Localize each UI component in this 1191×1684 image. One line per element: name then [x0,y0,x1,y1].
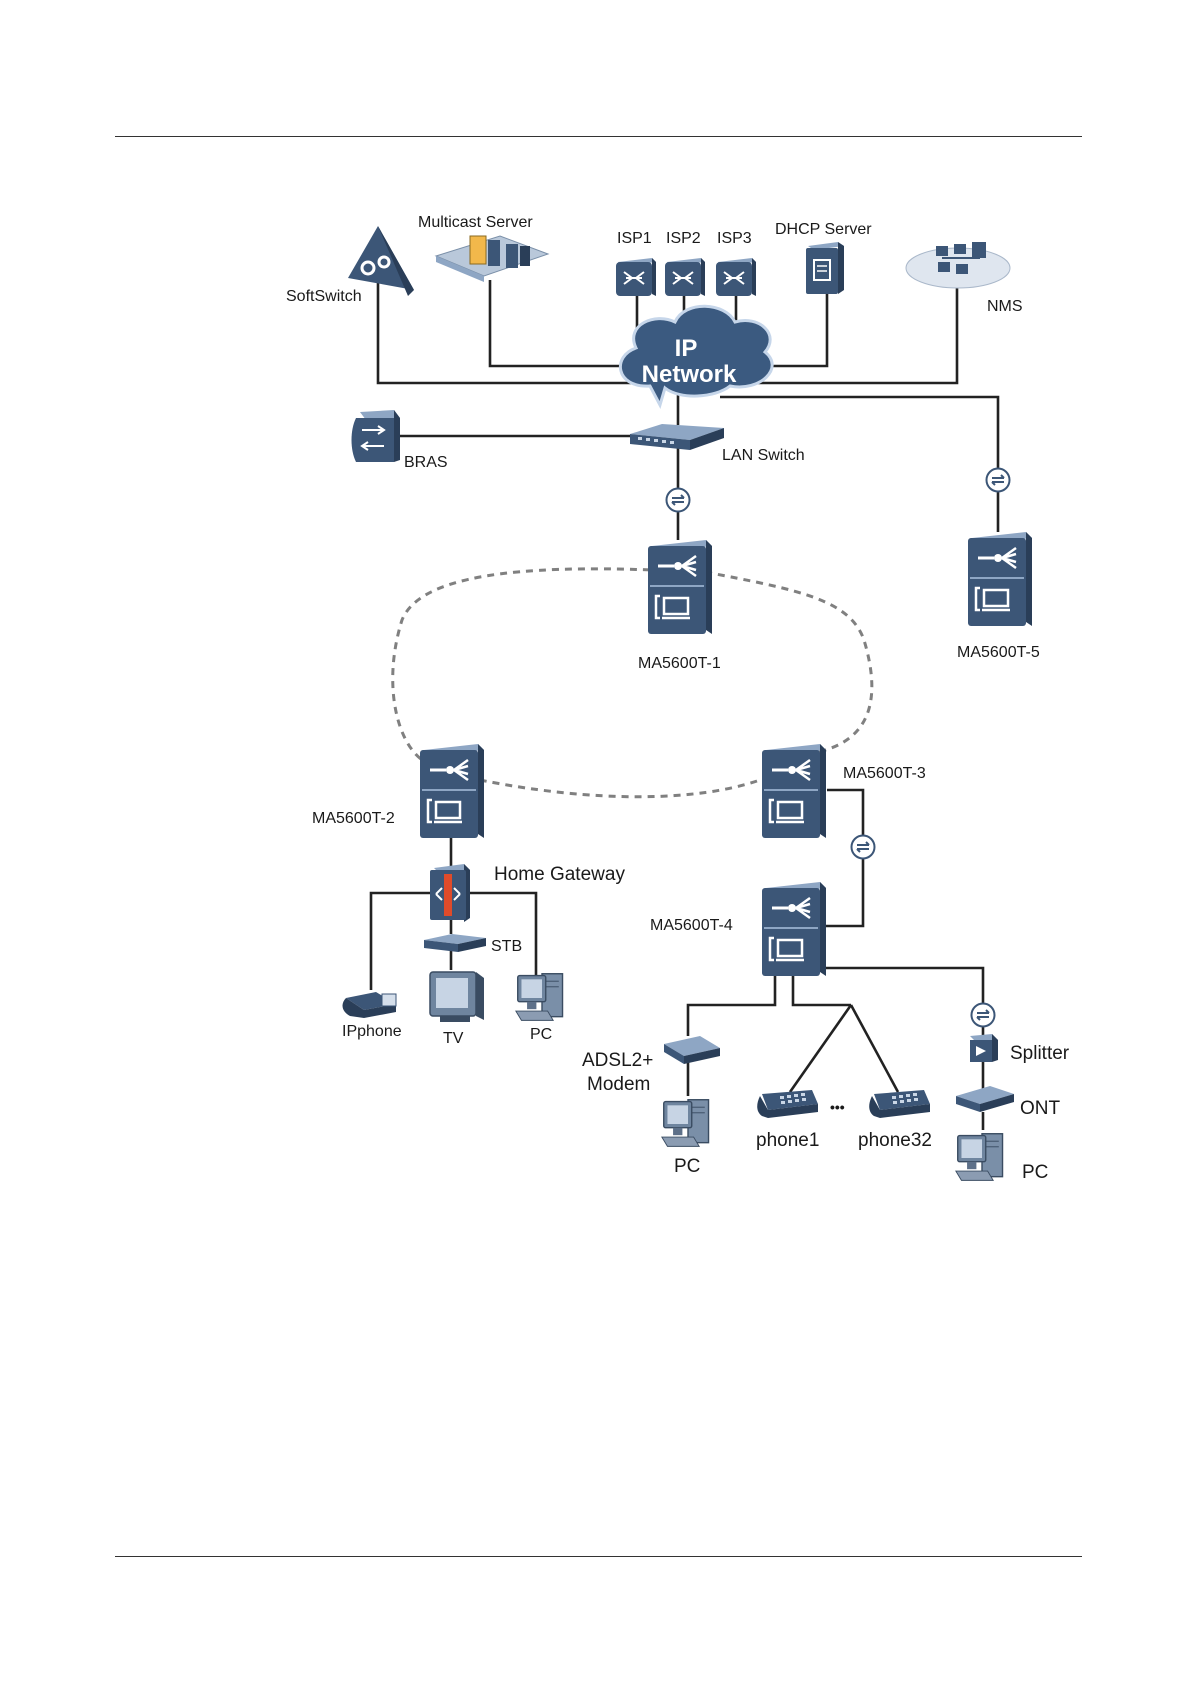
phone1-node: phone1 [756,1090,819,1151]
nms-icon [906,242,1010,288]
pc-icon [956,1134,1003,1181]
pc-home-label: PC [530,1026,552,1043]
modem-icon [664,1036,720,1064]
tv-label: TV [443,1030,464,1047]
router-icon [665,258,705,296]
stb-label: STB [491,938,522,955]
phone32-label: phone32 [858,1130,932,1151]
ma5600t-4-node: MA5600T-4 [650,882,826,976]
isp1-node: ISP1 [616,230,656,296]
isp2-node: ISP2 [665,230,705,296]
pc-ont-label: PC [1022,1162,1048,1183]
ma5600t-2-node: MA5600T-2 [312,744,484,838]
ipphone-node: IPphone [342,992,402,1040]
ma5600t-3-label: MA5600T-3 [843,765,926,782]
olt-icon [762,744,826,838]
link-ipnet-ma5 [720,397,998,532]
link-nms [745,285,957,383]
pc-icon [662,1100,709,1147]
pc-adsl-label: PC [674,1156,700,1177]
isp1-label: ISP1 [617,230,652,247]
stb-node: STB [424,934,522,955]
nms-label: NMS [987,298,1023,315]
ma5600t-5-label: MA5600T-5 [957,644,1040,661]
ip-network-cloud: IP Network [620,306,772,405]
link-ma4-phones [793,972,851,1005]
ma5600t-1-label: MA5600T-1 [638,655,721,672]
phone32-node: phone32 [858,1090,932,1151]
dhcp-server-label: DHCP Server [775,221,872,238]
isp2-label: ISP2 [666,230,701,247]
home-gateway-icon [430,864,470,922]
multicast-server-label: Multicast Server [418,214,533,231]
isp3-node: ISP3 [716,230,756,296]
olt-icon [420,744,484,838]
ma5600t-2-label: MA5600T-2 [312,810,395,827]
phone1-label: phone1 [756,1130,819,1151]
link-hgw-ipphone [371,893,432,990]
pc-home-node: PC [516,974,563,1043]
pc-ont-node: PC [956,1134,1049,1183]
bras-node: BRAS [352,410,448,471]
optical-transceiver-icon [972,1004,995,1027]
ma5600t-5-node: MA5600T-5 [957,532,1040,661]
bras-icon [352,410,401,462]
ma5600t-4-label: MA5600T-4 [650,917,733,934]
multicast-server-node: Multicast Server [418,214,548,282]
olt-icon [648,540,712,634]
multicast-server-icon [436,236,548,282]
ont-label: ONT [1020,1098,1061,1119]
isp3-label: ISP3 [717,230,752,247]
dhcp-server-node: DHCP Server [775,221,872,294]
ont-node: ONT [956,1086,1061,1119]
link-phone1 [790,1005,851,1092]
pc-icon [516,974,563,1021]
ipphone-icon [343,992,396,1018]
olt-icon [762,882,826,976]
router-icon [616,258,656,296]
phones-ellipsis: ••• [830,1099,845,1115]
softswitch-node: SoftSwitch [286,226,414,305]
link-phone32 [851,1005,898,1092]
ma5600t-1-node: MA5600T-1 [638,540,721,672]
bras-label: BRAS [404,454,448,471]
stb-icon [424,934,486,952]
optical-transceiver-icon [852,836,875,859]
splitter-label: Splitter [1010,1043,1070,1064]
lan-switch-node: LAN Switch [630,424,805,464]
link-ma4-splitter [820,968,983,1036]
ip-network-label-1: IP [675,335,698,362]
adsl-modem-node: ADSL2+ Modem [582,1036,720,1095]
link-ma4-adsl [688,972,775,1036]
softswitch-label: SoftSwitch [286,288,362,305]
softswitch-icon [348,226,414,296]
olt-icon [968,532,1032,626]
pc-adsl-node: PC [662,1100,709,1177]
router-icon [716,258,756,296]
optical-transceiver-icon [987,469,1010,492]
tv-icon [430,972,484,1022]
adsl-label-1: ADSL2+ [582,1050,653,1071]
ont-icon [956,1086,1014,1112]
tv-node: TV [430,972,484,1047]
home-gateway-label: Home Gateway [494,864,625,885]
optical-transceiver-icon [667,489,690,512]
phone-icon [757,1090,818,1118]
phone-icon [869,1090,930,1118]
switch-icon [630,424,724,450]
adsl-label-2: Modem [587,1074,650,1095]
splitter-node: Splitter [970,1034,1070,1064]
dhcp-server-icon [806,242,844,294]
ip-network-label-2: Network [642,361,737,388]
nms-node: NMS [906,242,1023,315]
lan-switch-label: LAN Switch [722,447,805,464]
ipphone-label: IPphone [342,1023,402,1040]
splitter-icon [970,1034,998,1062]
